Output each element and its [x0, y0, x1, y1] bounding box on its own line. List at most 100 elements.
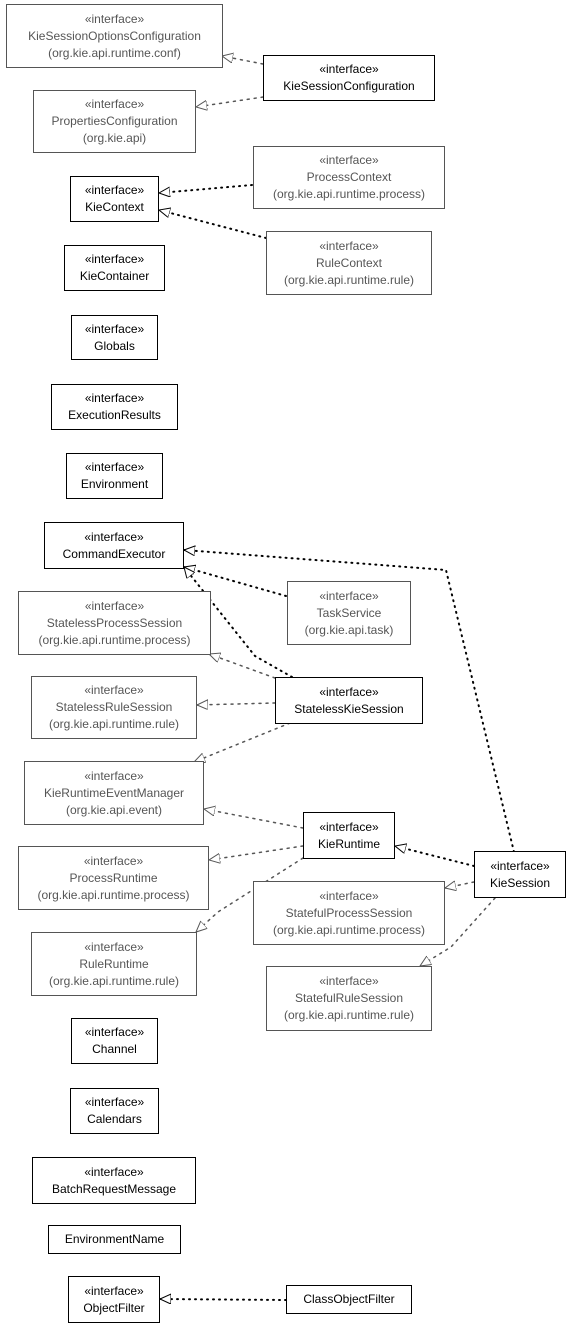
- stereotype-label: «interface»: [319, 238, 379, 253]
- node-kie-runtime-event-manager[interactable]: «interface» KieRuntimeEventManager (org.…: [24, 761, 204, 825]
- node-object-filter[interactable]: «interface» ObjectFilter: [68, 1276, 160, 1323]
- node-globals[interactable]: «interface» Globals: [71, 315, 158, 360]
- class-name-label: StatelessProcessSession: [46, 615, 183, 630]
- edge-kiesessionconfiguration-to-kiesessionoptionsconfiguration: [222, 56, 264, 65]
- package-label: (org.kie.api.runtime.rule): [48, 973, 180, 988]
- node-command-executor[interactable]: «interface» CommandExecutor: [44, 522, 184, 569]
- stereotype-label: «interface»: [319, 684, 379, 699]
- node-stateless-kie-session[interactable]: «interface» StatelessKieSession: [275, 677, 423, 724]
- stereotype-label: «interface»: [319, 888, 379, 903]
- class-name-label: KieRuntime: [317, 836, 381, 851]
- node-stateful-process-session[interactable]: «interface» StatefulProcessSession (org.…: [253, 881, 445, 945]
- node-process-runtime[interactable]: «interface» ProcessRuntime (org.kie.api.…: [18, 846, 209, 910]
- stereotype-label: «interface»: [84, 460, 145, 474]
- edge-kiesession-to-kieruntime: [395, 846, 475, 867]
- stereotype-label: «interface»: [84, 252, 145, 266]
- package-label: (org.kie.api.event): [65, 802, 163, 817]
- node-stateless-process-session[interactable]: «interface» StatelessProcessSession (org…: [18, 591, 211, 655]
- node-batch-request-message[interactable]: «interface» BatchRequestMessage: [32, 1157, 196, 1204]
- class-name-label: ObjectFilter: [83, 1300, 145, 1315]
- stereotype-label: «interface»: [84, 768, 144, 783]
- stereotype-label: «interface»: [490, 858, 550, 873]
- class-name-label: TaskService: [316, 605, 382, 620]
- edge-kiesessionconfiguration-to-propertiesconfiguration: [196, 95, 271, 107]
- package-label: (org.kie.api.runtime.process): [38, 632, 191, 647]
- package-label: (org.kie.api.runtime.conf): [48, 45, 181, 60]
- stereotype-label: «interface»: [319, 819, 379, 834]
- class-name-label: Channel: [92, 1042, 137, 1056]
- package-label: (org.kie.api.runtime.process): [272, 922, 426, 937]
- edge-kieruntime-to-processruntime: [209, 845, 304, 860]
- class-name-label: StatelessRuleSession: [55, 700, 173, 714]
- stereotype-label: «interface»: [319, 588, 379, 603]
- stereotype-label: «interface»: [84, 321, 145, 336]
- class-name-label: ExecutionResults: [68, 408, 161, 422]
- stereotype-label: «interface»: [84, 391, 145, 405]
- class-name-label: ProcessRuntime: [69, 870, 158, 885]
- node-rule-runtime[interactable]: «interface» RuleRuntime (org.kie.api.run…: [31, 932, 197, 996]
- node-kie-context[interactable]: «interface» KieContext: [70, 176, 159, 222]
- package-label: (org.kie.api.runtime.rule): [283, 1008, 415, 1022]
- edge-classobjectfilter-to-objectfilter: [160, 1299, 287, 1300]
- stereotype-label: «interface»: [84, 183, 145, 197]
- node-environment[interactable]: «interface» Environment: [66, 453, 163, 499]
- stereotype-label: «interface»: [84, 1283, 144, 1298]
- node-execution-results[interactable]: «interface» ExecutionResults: [51, 384, 178, 430]
- stereotype-label: «interface»: [84, 97, 145, 111]
- stereotype-label: «interface»: [84, 1025, 145, 1039]
- stereotype-label: «interface»: [84, 11, 145, 26]
- stereotype-label: «interface»: [84, 939, 144, 954]
- class-name-label: KieRuntimeEventManager: [43, 785, 185, 800]
- class-name-label: KieSession: [489, 875, 551, 890]
- node-process-context[interactable]: «interface» ProcessContext (org.kie.api.…: [253, 146, 445, 209]
- class-name-label: Calendars: [87, 1112, 142, 1126]
- stereotype-label: «interface»: [83, 853, 144, 868]
- edge-kieruntime-to-ruleruntime: [196, 857, 304, 932]
- node-environment-name[interactable]: EnvironmentName: [48, 1225, 181, 1254]
- class-name-label: StatelessKieSession: [294, 701, 404, 716]
- node-class-object-filter[interactable]: ClassObjectFilter: [286, 1285, 412, 1314]
- edge-statelesskiesession-to-statelessprocesssession: [209, 654, 276, 679]
- node-kie-session-configuration[interactable]: «interface» KieSessionConfiguration: [263, 55, 435, 101]
- stereotype-label: «interface»: [84, 683, 144, 697]
- class-name-label: EnvironmentName: [64, 1232, 165, 1246]
- node-kie-container[interactable]: «interface» KieContainer: [64, 245, 165, 291]
- stereotype-label: «interface»: [84, 598, 145, 613]
- node-kie-session-options-configuration[interactable]: «interface» KieSessionOptionsConfigurati…: [6, 4, 223, 68]
- stereotype-label: «interface»: [319, 153, 379, 167]
- class-name-label: ProcessContext: [306, 170, 392, 184]
- package-label: (org.kie.api.task): [304, 622, 394, 637]
- node-channel[interactable]: «interface» Channel: [71, 1018, 158, 1064]
- node-calendars[interactable]: «interface» Calendars: [70, 1088, 159, 1134]
- edge-taskservice-to-commandexecutor: [184, 567, 287, 597]
- class-name-label: KieSessionConfiguration: [283, 79, 415, 93]
- node-kie-session[interactable]: «interface» KieSession: [474, 851, 566, 898]
- class-name-label: KieSessionOptionsConfiguration: [28, 28, 201, 43]
- package-label: (org.kie.api): [82, 131, 147, 145]
- stereotype-label: «interface»: [84, 1095, 145, 1109]
- node-task-service[interactable]: «interface» TaskService (org.kie.api.tas…: [287, 581, 411, 645]
- node-kie-runtime[interactable]: «interface» KieRuntime: [303, 812, 395, 859]
- node-properties-configuration[interactable]: «interface» PropertiesConfiguration (org…: [33, 90, 196, 153]
- edge-rulecontext-to-kiecontext: [159, 210, 267, 239]
- edge-kiesession-to-commandexecutor: [184, 550, 515, 853]
- class-name-label: BatchRequestMessage: [51, 1181, 177, 1196]
- package-label: (org.kie.api.runtime.process): [37, 887, 190, 902]
- node-stateful-rule-session[interactable]: «interface» StatefulRuleSession (org.kie…: [266, 966, 432, 1031]
- edge-statelesskiesession-to-kieruntimeeventmanager: [194, 722, 291, 762]
- class-name-label: Globals: [94, 338, 135, 353]
- edge-statelesskiesession-to-statelessrulesession: [197, 703, 276, 705]
- class-name-label: RuleContext: [315, 255, 383, 270]
- node-rule-context[interactable]: «interface» RuleContext (org.kie.api.run…: [266, 231, 432, 295]
- edge-kieruntime-to-kieruntimeeventmanager: [204, 809, 304, 829]
- package-label: (org.kie.api.runtime.rule): [48, 717, 180, 731]
- stereotype-label: «interface»: [319, 974, 379, 988]
- class-name-label: CommandExecutor: [62, 546, 166, 561]
- edge-statelesskiesession-to-commandexecutor: [183, 566, 293, 678]
- class-name-label: ClassObjectFilter: [303, 1292, 395, 1306]
- class-name-label: StatefulRuleSession: [294, 991, 404, 1005]
- node-stateless-rule-session[interactable]: «interface» StatelessRuleSession (org.ki…: [31, 676, 197, 739]
- edge-kiesession-to-statefulrulesession: [420, 897, 496, 967]
- edge-processcontext-to-kiecontext: [159, 184, 253, 193]
